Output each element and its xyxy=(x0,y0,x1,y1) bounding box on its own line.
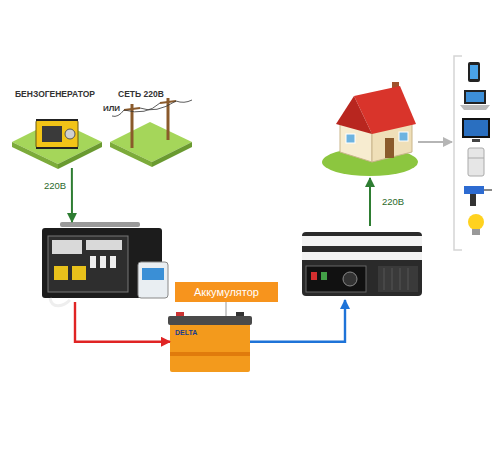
house-illustration xyxy=(322,82,418,176)
voltage-label: 220В xyxy=(382,196,404,207)
inverter-illustration-part xyxy=(400,268,401,290)
house-illustration-part xyxy=(399,132,408,141)
appliance-icons-part xyxy=(470,194,476,206)
power-line-illustration-part xyxy=(167,98,170,140)
source-label: БЕНЗОГЕНЕРАТОР xyxy=(15,89,95,99)
battery-illustration-part xyxy=(170,352,250,356)
charger-illustration-part xyxy=(48,236,128,292)
appliance-icons xyxy=(454,56,492,250)
or-label: ИЛИ xyxy=(103,104,120,114)
brand-label: DELTA xyxy=(175,329,197,337)
appliance-icons-part xyxy=(468,158,484,159)
house-illustration-part xyxy=(346,134,355,143)
generator-illustration xyxy=(12,120,102,169)
charger-illustration-part xyxy=(86,240,122,250)
generator-illustration-part xyxy=(36,119,78,121)
flow-arrow xyxy=(369,178,371,226)
battery-illustration-part xyxy=(168,316,252,325)
appliance-icons-part xyxy=(464,90,486,104)
house-illustration-part xyxy=(336,96,372,134)
appliance-icons-part xyxy=(470,65,478,79)
power-line-illustration xyxy=(110,98,192,167)
battery-illustration xyxy=(168,302,252,372)
connector-group xyxy=(72,142,452,342)
flow-arrow xyxy=(75,302,170,342)
power-line-illustration-part xyxy=(152,142,192,167)
battery-illustration-part xyxy=(170,322,250,372)
appliance-list xyxy=(452,55,496,250)
appliance-icons-part xyxy=(468,148,484,176)
appliance-icons-part xyxy=(454,56,462,250)
inverter-illustration-part xyxy=(302,236,422,246)
charger-illustration-part xyxy=(50,298,70,306)
inverter-illustration-part xyxy=(306,266,366,292)
charger-illustration-part xyxy=(142,268,164,280)
charger-illustration-part xyxy=(72,266,86,280)
source-label: СЕТЬ 220В xyxy=(118,89,164,99)
inverter-illustration-part xyxy=(378,266,418,292)
charger-illustration-part xyxy=(100,256,106,268)
appliance-icons-part xyxy=(468,62,480,82)
generator-illustration-part xyxy=(12,120,102,164)
appliance-icons-part xyxy=(460,105,490,110)
appliance-icons-part xyxy=(472,139,480,142)
charger-illustration xyxy=(42,222,168,306)
battery-illustration-part xyxy=(226,302,227,316)
inverter-illustration-part xyxy=(408,268,409,290)
charger-illustration-part xyxy=(52,240,82,254)
charger-device xyxy=(40,222,165,302)
inverter-illustration-part xyxy=(302,232,422,296)
appliance-icons-part xyxy=(462,118,490,138)
appliance-icons-part xyxy=(464,186,484,194)
battery: Аккумулятор xyxy=(170,318,250,372)
appliance-icons-part xyxy=(468,214,484,230)
power-line-illustration-part xyxy=(131,104,134,148)
generator-illustration-part xyxy=(36,120,78,148)
charger-illustration-part xyxy=(110,256,116,268)
inverter-illustration-part xyxy=(321,272,327,280)
appliance-icons-part xyxy=(472,229,480,235)
flow-arrow xyxy=(71,168,73,222)
inverter-illustration xyxy=(302,232,422,296)
inverter-illustration-part xyxy=(392,268,393,290)
inverter-illustration-part xyxy=(311,272,317,280)
charger-illustration-part xyxy=(60,222,140,227)
battery-banner: Аккумулятор xyxy=(175,282,278,302)
house xyxy=(320,82,418,178)
generator-illustration-part xyxy=(42,126,62,142)
charger-illustration-part xyxy=(90,256,96,268)
appliance-icons-part xyxy=(466,92,484,102)
flow-arrow xyxy=(418,141,452,143)
charger-illustration-part xyxy=(54,266,68,280)
house-illustration-part xyxy=(385,138,394,158)
inverter-illustration-part xyxy=(384,268,385,290)
inverter-illustration-part xyxy=(343,272,357,286)
generator-tile: БЕНЗОГЕНЕРАТОР xyxy=(12,88,107,168)
flow-arrow xyxy=(250,300,345,342)
power-line-illustration-part xyxy=(124,108,140,110)
generator-illustration-part xyxy=(65,129,75,139)
inverter-illustration-part xyxy=(302,252,422,260)
voltage-label: 220В xyxy=(44,180,66,191)
charger-illustration-part xyxy=(138,262,168,298)
power-line-illustration-part xyxy=(110,122,192,162)
appliance-icons-part xyxy=(484,189,492,191)
inverter-device xyxy=(300,226,425,300)
appliance-icons-part xyxy=(464,120,488,136)
power-grid-tile: СЕТЬ 220В xyxy=(112,88,194,164)
power-line-illustration-part xyxy=(140,100,192,110)
generator-illustration-part xyxy=(36,147,78,149)
